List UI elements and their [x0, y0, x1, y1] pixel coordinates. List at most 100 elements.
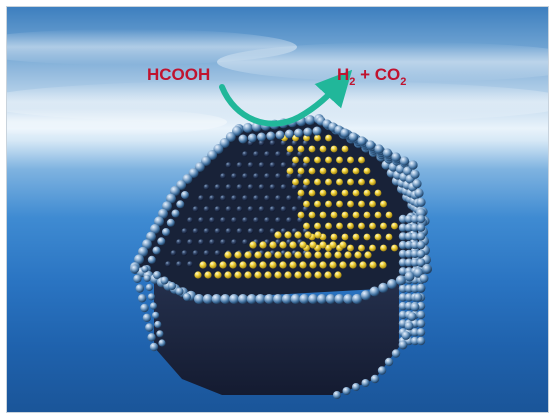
atom: [135, 284, 144, 293]
atom: [201, 156, 211, 166]
atom: [314, 134, 321, 142]
atom: [232, 126, 242, 136]
atom: [207, 150, 218, 160]
atom: [188, 168, 199, 178]
atom: [214, 184, 221, 190]
atom: [398, 232, 408, 241]
atom: [297, 211, 305, 219]
atom: [269, 261, 277, 269]
atom: [410, 336, 420, 346]
atom: [231, 239, 237, 245]
atom: [292, 156, 299, 164]
atom: [347, 222, 354, 230]
atom: [145, 283, 153, 292]
atom: [209, 239, 215, 245]
atom: [274, 231, 282, 239]
atom: [257, 132, 266, 142]
atom: [244, 271, 252, 279]
atom: [253, 173, 259, 179]
atom: [303, 127, 313, 137]
atom: [324, 271, 332, 279]
atom: [422, 264, 432, 274]
atom: [192, 206, 199, 212]
atom: [162, 201, 172, 212]
atom: [294, 271, 302, 279]
atom: [410, 328, 420, 337]
atom: [275, 217, 281, 223]
atom: [238, 134, 248, 144]
atom: [175, 287, 184, 296]
atom: [363, 167, 371, 175]
atom: [343, 294, 354, 304]
atom: [181, 191, 189, 199]
atom: [147, 293, 155, 301]
atom: [258, 206, 265, 212]
atom: [280, 184, 287, 190]
atom: [352, 189, 360, 197]
atom: [137, 294, 147, 303]
atom: [171, 209, 180, 218]
atom: [299, 241, 307, 249]
atom: [280, 228, 287, 234]
atom: [297, 151, 303, 157]
atom: [234, 271, 242, 279]
atom: [385, 233, 393, 241]
atom: [363, 189, 371, 197]
atom: [203, 184, 210, 190]
atom: [303, 222, 310, 230]
atom: [291, 206, 298, 212]
atom: [398, 284, 408, 293]
atom: [308, 145, 316, 153]
atom: [224, 271, 232, 279]
atom: [336, 200, 343, 208]
curved-arrow-icon: [219, 69, 353, 127]
atom: [374, 144, 384, 154]
atom: [302, 162, 309, 168]
atom: [336, 222, 343, 230]
atom: [149, 302, 158, 310]
atom: [308, 211, 316, 219]
atom: [160, 276, 169, 285]
atom: [410, 214, 420, 224]
atom: [158, 208, 168, 219]
atom: [404, 214, 414, 224]
atom: [280, 140, 287, 146]
atom: [294, 231, 302, 239]
atom: [404, 321, 414, 331]
atom: [369, 222, 376, 230]
atom: [305, 115, 316, 126]
atom: [395, 275, 406, 286]
atom: [269, 228, 276, 234]
atom: [150, 224, 160, 234]
atom: [302, 206, 309, 212]
atom: [280, 206, 287, 212]
atom: [297, 217, 303, 223]
atom: [249, 261, 257, 269]
atom: [379, 261, 387, 269]
atom: [209, 195, 215, 201]
atom: [352, 211, 360, 219]
atom: [176, 180, 187, 190]
atom: [416, 208, 426, 218]
atom: [220, 195, 226, 201]
atom: [416, 310, 426, 320]
atom: [352, 294, 362, 304]
atom: [211, 294, 222, 304]
atom: [264, 151, 270, 157]
atom: [410, 240, 420, 250]
atom: [275, 130, 285, 140]
atom: [141, 265, 149, 273]
atom: [324, 251, 332, 259]
atom: [158, 339, 166, 347]
atom: [264, 251, 272, 259]
atom: [269, 241, 277, 249]
atom: [153, 271, 161, 279]
atom: [231, 217, 237, 223]
atom: [286, 195, 292, 201]
atom: [336, 178, 343, 186]
atom: [387, 279, 397, 289]
atom: [264, 294, 275, 304]
atom: [236, 184, 243, 190]
atom: [297, 195, 303, 201]
atom: [187, 261, 193, 267]
